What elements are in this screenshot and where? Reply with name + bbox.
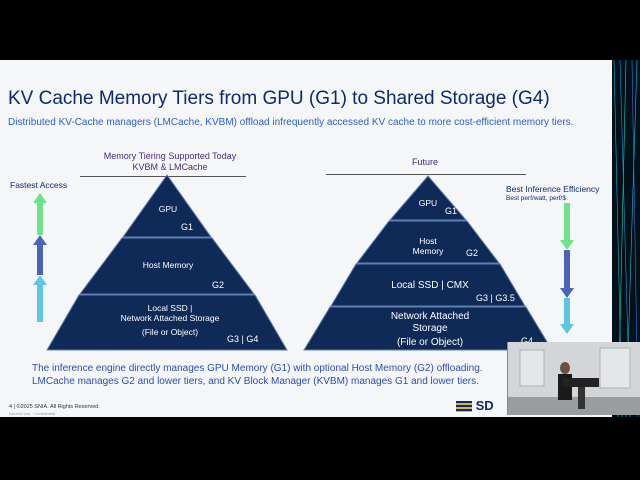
speaker-video-graphic [508,342,640,415]
right-tier-nas-line2: Storage [412,322,448,334]
right-arrow-green [560,203,574,250]
snia-logo: SD [456,398,494,413]
left-axis-label: Fastest Access [10,180,68,190]
left-arrow-cyan [33,275,47,322]
right-tier-host-line2: Memory [412,246,444,256]
slide-subtitle: Distributed KV-Cache managers (LMCache, … [8,117,574,128]
right-header-divider [326,174,526,175]
right-tier-host-shape [355,220,501,264]
left-tier-storage-line2: Network Attached Storage [120,313,220,323]
right-axis-sublabel: Best perf/watt, perf/$ [506,195,566,202]
right-arrow-blue [560,250,574,298]
right-header: Future [411,157,438,167]
right-tier-gpu-shape [388,175,468,221]
right-tier-nas-label: Network Attached Storage (File or Object… [360,311,500,349]
left-tier-storage-shape [46,294,288,351]
left-tier-host-shape [79,237,255,295]
bottom-line2: LMCache manages G2 and lower tiers, and … [32,375,479,387]
left-tier-storage-label: Local SSD | Network Attached Storage (Fi… [90,303,250,337]
slide-title: KV Cache Memory Tiers from GPU (G1) to S… [8,88,550,109]
right-tier-gpu-tag: G1 [445,206,458,216]
speaker-video [507,342,640,415]
right-tier-gpu-label: GPU [418,198,438,208]
left-tier-storage-line3: (File or Object) [141,327,199,337]
left-tier-storage-line1: Local SSD | [147,303,193,313]
left-tier-host-label: Host Memory [142,260,194,270]
right-arrow-cyan [560,298,574,334]
right-tier-host-tag: G2 [466,248,479,258]
left-tier-storage-tag: G3 | G4 [227,334,259,344]
left-tier-gpu-shape [122,174,212,238]
left-header: Memory Tiering Supported Today KVBM & LM… [80,151,260,173]
left-arrow-blue [33,235,47,275]
right-tier-ssd-shape [330,263,526,307]
right-tier-nas-line3: (File or Object) [396,337,464,348]
right-tier-host-label: Host Memory [400,236,456,256]
left-header-divider [80,176,246,177]
right-tier-ssd-label: Local SSD | CMX [391,280,469,291]
left-header-line2: KVBM & LMCache [132,162,208,172]
right-tier-nas-tag: G4 [521,336,534,346]
left-tier-host-tag: G2 [212,280,225,290]
left-arrow-green [33,193,47,235]
right-tier-host-line1: Host [419,236,437,246]
slide: KV Cache Memory Tiers from GPU (G1) to S… [0,60,612,417]
logo-mark-icon [456,401,472,413]
footer-subtext: Internal Use · Confidential [9,411,56,416]
left-tier-gpu-tag: G1 [181,222,194,232]
right-axis-label: Best Inference Efficiency [506,184,600,194]
left-header-line1: Memory Tiering Supported Today [103,151,237,161]
logo-text: SD [475,398,494,413]
footer-text: 4 | ©2025 SNIA. All Rights Reserved. [9,404,100,410]
right-tier-ssd-tag: G3 | G3.5 [476,293,515,303]
right-tier-nas-line1: Network Attached [390,311,470,322]
pyramids-graphic [33,174,574,351]
bottom-description: The inference engine directly manages GP… [32,363,532,388]
left-tier-gpu-label: GPU [158,204,178,214]
bottom-line1: The inference engine directly manages GP… [32,363,483,374]
